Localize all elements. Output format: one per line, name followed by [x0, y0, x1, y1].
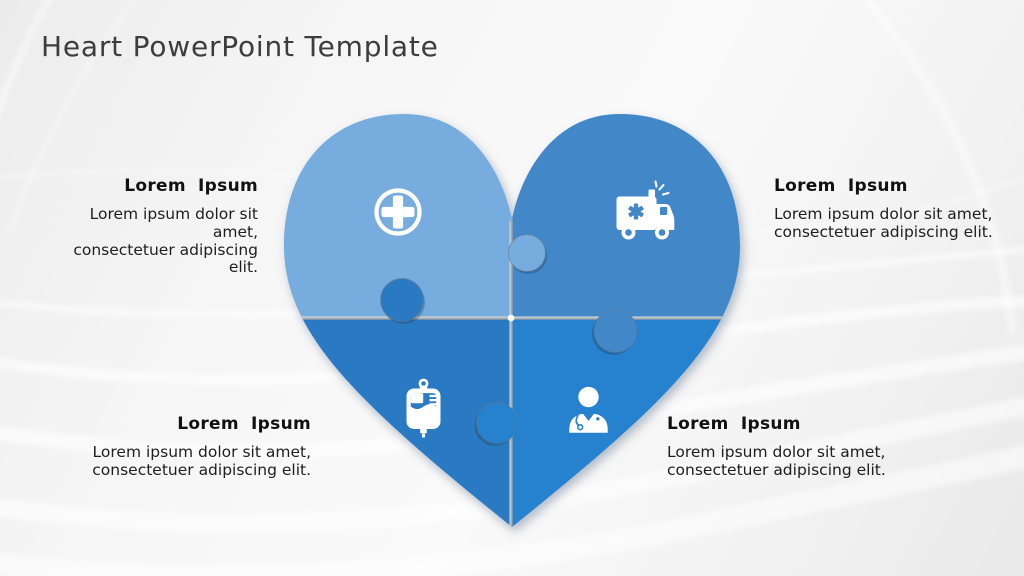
- doctor-icon: [569, 386, 608, 433]
- puzzle-knob-top: [507, 233, 547, 273]
- section-heading: Lorem Ipsum: [177, 414, 311, 434]
- text-block-top-left: Lorem Ipsum Lorem ipsum dolor sit amet,c…: [40, 176, 258, 277]
- text-block-top-right: Lorem Ipsum Lorem ipsum dolor sit amet,c…: [774, 176, 1010, 242]
- puzzle-knob-left: [379, 277, 425, 323]
- section-heading: Lorem Ipsum: [774, 176, 908, 196]
- seam-glint: [507, 314, 515, 322]
- text-block-bottom-left: Lorem Ipsum Lorem ipsum dolor sit amet,c…: [60, 414, 311, 480]
- section-body: Lorem ipsum dolor sit amet,consectetuer …: [774, 205, 993, 241]
- text-block-bottom-right: Lorem Ipsum Lorem ipsum dolor sit amet,c…: [667, 414, 907, 480]
- section-body: Lorem ipsum dolor sit amet,consectetuer …: [667, 443, 886, 479]
- section-heading: Lorem Ipsum: [667, 414, 801, 434]
- slide-title: Heart PowerPoint Template: [41, 30, 439, 63]
- medical-cross-icon: [374, 188, 422, 236]
- puzzle-knob-bottom: [475, 401, 519, 445]
- section-heading: Lorem Ipsum: [124, 176, 258, 196]
- ambulance-icon: [616, 180, 675, 240]
- puzzle-knob-right: [593, 308, 638, 354]
- section-body: Lorem ipsum dolor sit amet,consectetuer …: [73, 205, 258, 277]
- iv-bag-icon: [406, 378, 441, 438]
- section-body: Lorem ipsum dolor sit amet,consectetuer …: [92, 443, 311, 479]
